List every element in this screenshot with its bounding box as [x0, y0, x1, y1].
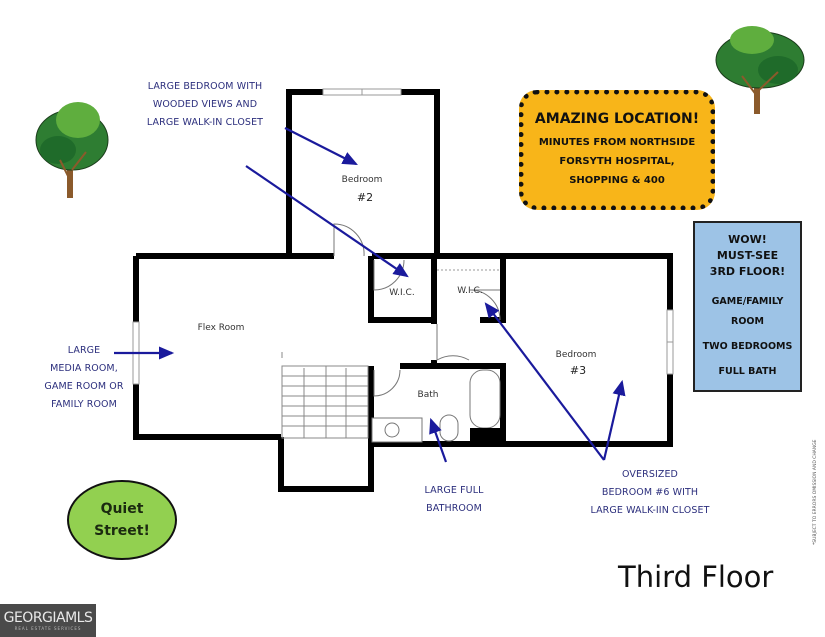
room-label-bath: Bath: [418, 390, 439, 400]
arrow-wic-right: [484, 302, 605, 461]
sink-icon: [384, 422, 400, 438]
feature-item: TWO BEDROOMS: [702, 341, 793, 352]
feature-item: GAME/FAMILY: [711, 296, 784, 307]
georgiamls-logo: GEORGIAMLS REAL ESTATE SERVICES: [0, 604, 96, 637]
arrow-bath: [429, 417, 448, 463]
room-label-wic-left: W.I.C.: [389, 288, 414, 298]
location-title: AMAZING LOCATION!: [534, 110, 700, 127]
walls: [133, 89, 673, 492]
tree-icon-left: [35, 102, 109, 198]
callout-line: LARGE FULL: [424, 485, 484, 496]
location-highlight-box: AMAZING LOCATION! MINUTES FROM NORTHSIDE…: [519, 90, 715, 210]
callout-line: BEDROOM #6 WITH: [601, 487, 699, 498]
room-label-bedroom3: Bedroom: [556, 350, 597, 360]
location-line: MINUTES FROM NORTHSIDE: [538, 136, 696, 148]
callout-line: GAME ROOM OR: [44, 381, 124, 392]
feature-item: ROOM: [731, 316, 764, 327]
callout-line: FAMILY ROOM: [51, 399, 117, 410]
feature-item: FULL BATH: [718, 366, 777, 377]
room-number-bedroom3: #3: [570, 364, 586, 377]
callout-line: OVERSIZED: [622, 469, 678, 480]
room-label-wic-right: W.I.C.: [457, 286, 482, 296]
disclaimer-text: *SUBJECT TO ERRORS OMISSION AND CHANGE: [813, 439, 818, 545]
logo-subtext: REAL ESTATE SERVICES: [14, 625, 82, 631]
bath-fixtures: [371, 369, 502, 443]
headline-line: MUST-SEE: [716, 249, 779, 262]
room-label-bedroom2: Bedroom: [342, 175, 383, 185]
bathtub-icon: [469, 369, 501, 429]
callout-bath: LARGE FULL BATHROOM: [414, 482, 494, 518]
toilet-icon: [439, 414, 459, 442]
doors: [333, 223, 501, 397]
room-label-flex: Flex Room: [198, 323, 245, 333]
logo-text: GEORGIAMLS: [3, 609, 93, 626]
room-number-bedroom2: #2: [357, 191, 373, 204]
tree-icon-right: [715, 26, 805, 114]
features-headline: WOW! MUST-SEE 3RD FLOOR!: [710, 232, 785, 280]
callout-flex: LARGE MEDIA ROOM, GAME ROOM OR FAMILY RO…: [44, 342, 124, 414]
location-line: FORSYTH HOSPITAL,: [559, 155, 675, 167]
headline-line: WOW!: [728, 233, 767, 246]
callout-line: LARGE: [67, 345, 101, 356]
disclaimer: *SUBJECT TO ERRORS OMISSION AND CHANGE: [803, 415, 818, 545]
callout-bedroom3: OVERSIZED BEDROOM #6 WITH LARGE WALK-IIN…: [585, 466, 715, 520]
arrow-wic-left: [245, 165, 409, 278]
callout-line: LARGE WALK-IN CLOSET: [146, 117, 264, 128]
callout-line: BATHROOM: [426, 503, 482, 514]
badge-line: Quiet: [100, 501, 144, 517]
badge-line: Street!: [94, 523, 150, 539]
arrow-bedroom2: [284, 127, 358, 165]
quiet-street-badge: Quiet Street!: [67, 480, 177, 560]
callout-line: LARGE BEDROOM WITH: [147, 81, 263, 92]
stairs: [281, 352, 369, 439]
arrow-bedroom3: [602, 379, 626, 461]
callout-bedroom2: LARGE BEDROOM WITH WOODED VIEWS AND LARG…: [140, 78, 270, 132]
callout-line: MEDIA ROOM,: [50, 363, 118, 374]
floor-title: Third Floor: [618, 560, 774, 594]
callout-line: LARGE WALK-IIN CLOSET: [590, 505, 710, 516]
callout-line: WOODED VIEWS AND: [152, 99, 258, 110]
headline-line: 3RD FLOOR!: [709, 265, 786, 278]
features-box: WOW! MUST-SEE 3RD FLOOR! GAME/FAMILY ROO…: [693, 221, 802, 392]
callout-arrows: [114, 127, 626, 463]
location-line: SHOPPING & 400: [569, 174, 665, 186]
